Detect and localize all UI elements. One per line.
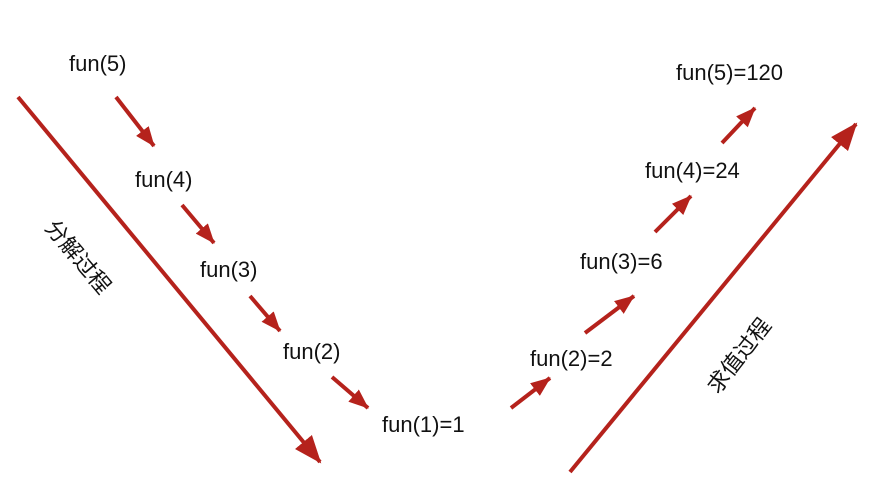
decompose-node-fun5: fun(5)	[69, 51, 126, 76]
step-arrow-2-to-1	[330, 375, 370, 410]
step-arrow-2-to-3	[583, 294, 636, 335]
decompose-node-fun2: fun(2)	[283, 339, 340, 364]
step-arrow-3-to-4	[653, 194, 693, 234]
evaluate-node-fun2: fun(2)=2	[530, 346, 613, 371]
decompose-phase-arrow	[16, 95, 322, 464]
decompose-node-fun4: fun(4)	[135, 167, 192, 192]
step-arrow-3-to-2	[248, 294, 282, 333]
decompose-phase-label: 分解过程	[39, 216, 115, 299]
evaluate-node-fun5: fun(5)=120	[676, 60, 783, 85]
base-case-node: fun(1)=1	[382, 412, 465, 437]
evaluate-phase-arrow	[568, 122, 858, 474]
decompose-node-fun3: fun(3)	[200, 257, 257, 282]
evaluate-phase-label: 求值过程	[703, 314, 777, 399]
evaluate-node-fun4: fun(4)=24	[645, 158, 740, 183]
step-arrow-4-to-5	[720, 106, 757, 145]
step-arrow-4-to-3	[180, 203, 216, 245]
step-arrow-5-to-4	[114, 95, 156, 148]
step-arrow-1-to-2	[509, 376, 552, 410]
evaluate-node-fun3: fun(3)=6	[580, 249, 663, 274]
